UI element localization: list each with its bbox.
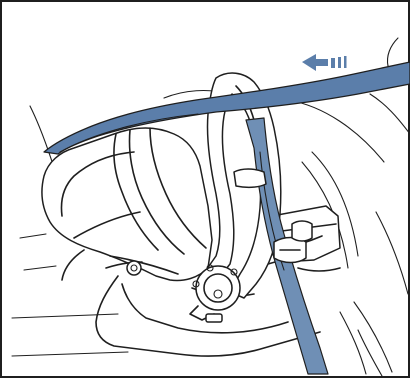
handle-pivot-hub	[189, 264, 241, 323]
infant-car-seat	[41, 127, 341, 357]
shoulder-belt	[43, 61, 410, 155]
vehicle-seat-background	[11, 37, 410, 377]
base-knob	[126, 260, 142, 276]
belt-guide-clip	[273, 220, 313, 264]
pull-direction-arrow-icon	[302, 54, 347, 71]
